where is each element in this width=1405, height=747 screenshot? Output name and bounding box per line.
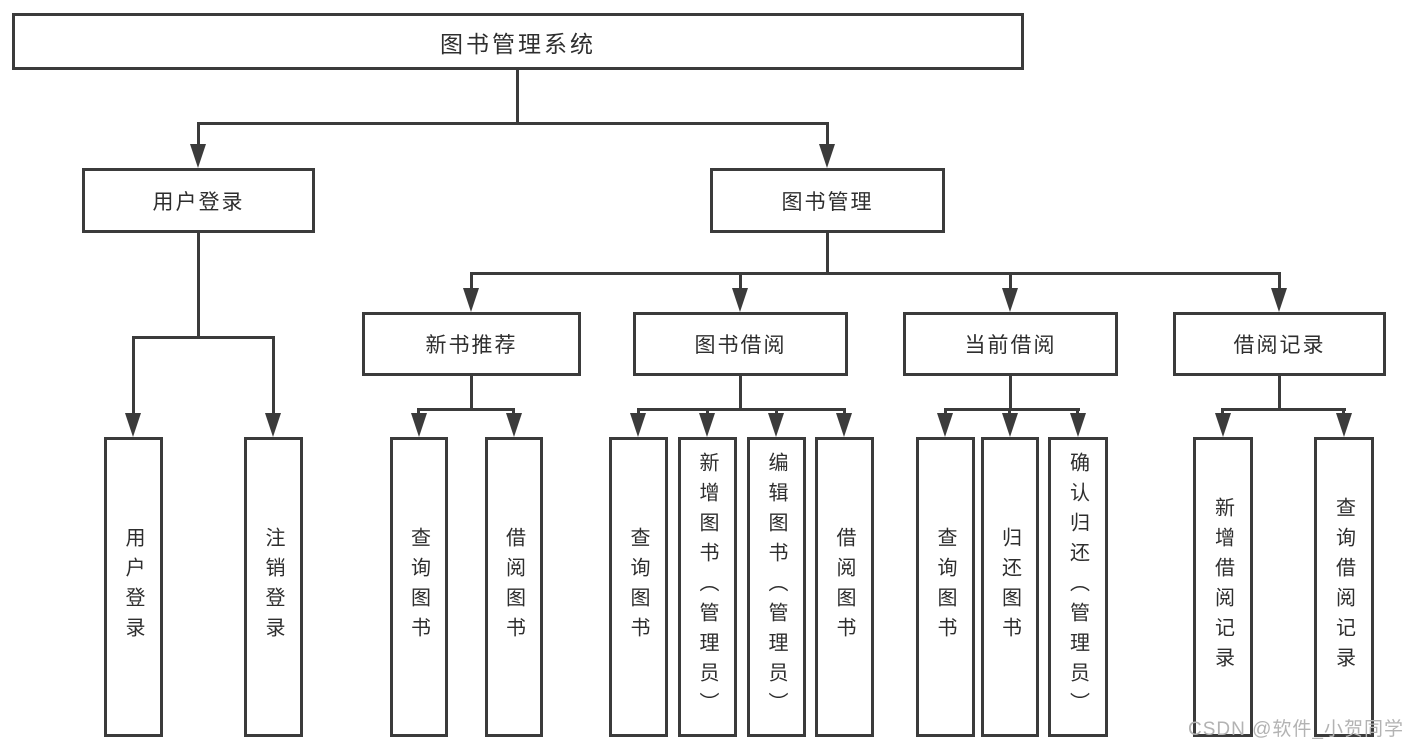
connector-recommend-rail xyxy=(417,408,515,411)
connector-user-login-rail xyxy=(132,336,275,339)
arrowhead-cb-confirm xyxy=(1070,413,1086,437)
leaf-current-query-books: 查询图书 xyxy=(916,437,975,737)
leaf-borrow-query-books: 查询图书 xyxy=(609,437,668,737)
connector-book-borrow-stem xyxy=(739,376,742,410)
arrowhead-user-login xyxy=(190,144,206,168)
leaf-current-return-books: 归还图书 xyxy=(981,437,1039,737)
leaf-user-login: 用户登录 xyxy=(104,437,163,737)
arrowhead-cb-query xyxy=(937,413,953,437)
leaf-recommend-query-books: 查询图书 xyxy=(390,437,448,737)
connector-book-borrow-rail xyxy=(637,408,846,411)
connector-root-stem xyxy=(516,70,519,124)
arrowhead-bb-borrow xyxy=(836,413,852,437)
csdn-watermark: CSDN @软件_小贺同学 xyxy=(1188,719,1404,740)
connector-drop-login xyxy=(132,339,135,415)
leaf-borrow-add-books-admin: 新增图书（管理员） xyxy=(678,437,737,737)
node-root-library-system: 图书管理系统 xyxy=(12,13,1024,70)
connector-records-rail xyxy=(1221,408,1346,411)
node-book-borrow: 图书借阅 xyxy=(633,312,848,376)
node-new-book-recommend: 新书推荐 xyxy=(362,312,581,376)
connector-drop-logout xyxy=(272,339,275,415)
arrowhead-bb-edit xyxy=(768,413,784,437)
arrowhead-login xyxy=(125,413,141,437)
arrowhead-logout xyxy=(265,413,281,437)
arrowhead-recommend xyxy=(463,288,479,312)
node-borrow-records: 借阅记录 xyxy=(1173,312,1386,376)
connector-drop-book-management xyxy=(826,122,829,148)
arrowhead-rr-query xyxy=(1336,413,1352,437)
leaf-borrow-edit-books-admin: 编辑图书（管理员） xyxy=(747,437,806,737)
connector-drop-recommend xyxy=(470,275,473,291)
leaf-borrow-borrow-books: 借阅图书 xyxy=(815,437,874,737)
connector-drop-current-borrow xyxy=(1009,275,1012,291)
connector-current-stem xyxy=(1009,376,1012,410)
connector-current-rail xyxy=(944,408,1080,411)
leaf-current-confirm-return-admin: 确认归还（管理员） xyxy=(1048,437,1108,737)
node-current-borrow: 当前借阅 xyxy=(903,312,1118,376)
arrowhead-book-management xyxy=(819,144,835,168)
arrowhead-bb-query xyxy=(630,413,646,437)
connector-drop-user-login xyxy=(197,122,200,148)
connector-drop-borrow-records xyxy=(1278,275,1281,291)
connector-root-rail xyxy=(197,122,829,125)
node-user-login: 用户登录 xyxy=(82,168,315,233)
connector-drop-book-borrow xyxy=(739,275,742,291)
connector-recommend-stem xyxy=(470,376,473,410)
arrowhead-borrow-records xyxy=(1271,288,1287,312)
connector-book-mgmt-rail xyxy=(470,272,1281,275)
arrowhead-rec-borrow xyxy=(506,413,522,437)
leaf-recommend-borrow-books: 借阅图书 xyxy=(485,437,543,737)
leaf-user-logout: 注销登录 xyxy=(244,437,303,737)
connector-records-stem xyxy=(1278,376,1281,410)
arrowhead-cb-return xyxy=(1002,413,1018,437)
leaf-records-query-borrow-record: 查询借阅记录 xyxy=(1314,437,1374,737)
connector-user-login-stem xyxy=(197,233,200,339)
arrowhead-book-borrow xyxy=(732,288,748,312)
arrowhead-rr-add xyxy=(1215,413,1231,437)
leaf-records-add-borrow-record: 新增借阅记录 xyxy=(1193,437,1253,737)
arrowhead-bb-add xyxy=(699,413,715,437)
connector-book-mgmt-stem xyxy=(826,233,829,275)
node-book-management: 图书管理 xyxy=(710,168,945,233)
arrowhead-current-borrow xyxy=(1002,288,1018,312)
arrowhead-rec-query xyxy=(411,413,427,437)
